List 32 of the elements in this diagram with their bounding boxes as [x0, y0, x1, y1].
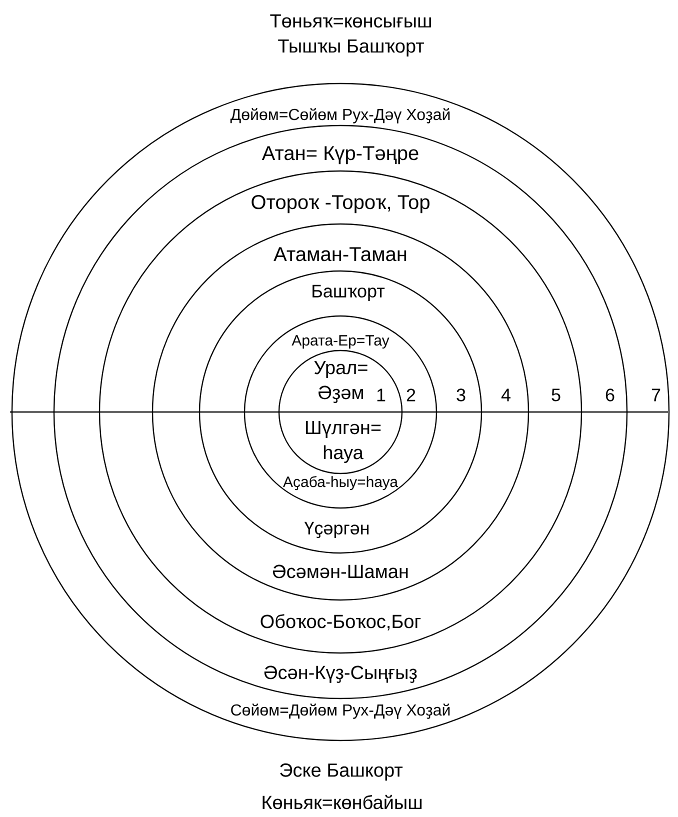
ring-label: Дөйөм=Сөйөм Рух-Дәү Хоҙай [230, 108, 450, 124]
ring-circle [244, 315, 438, 509]
ring-label: Башҡорт [312, 284, 385, 302]
ring-number: 4 [501, 388, 510, 402]
diagram-label: Көньяк=көнбайыш [262, 794, 422, 810]
ring-number: 3 [456, 388, 466, 402]
ring-label: Үҫәргән [304, 522, 369, 538]
ring-label: Арата-Ер=Тау [292, 335, 390, 349]
ring-circle [98, 170, 582, 654]
ring-number: 7 [652, 388, 660, 402]
ring-number: 2 [406, 388, 416, 402]
diagram-label: Эске Башкорт [280, 763, 403, 781]
ring-circle [278, 350, 403, 474]
ring-label: Әсән-Күҙ-Сыңғыҙ [264, 666, 417, 683]
ring-circle [198, 270, 482, 554]
ring-circle [152, 223, 530, 601]
ring-label: Атан= Күр-Тәңре [262, 146, 418, 164]
ring-label: Атаман-Таман [274, 247, 406, 262]
ring-number: 1 [377, 388, 386, 402]
ring-circle [11, 82, 670, 742]
ring-label: Обоҡос-Боҡос,Бог [260, 614, 421, 630]
ring-label: Аҫаба-һыу=һауа [283, 476, 398, 490]
ring-label: Отороҡ -Тороҡ, Тор [252, 195, 430, 214]
ring-circle [53, 124, 628, 700]
diagram-label: Төньяҡ=көнсығыш [270, 14, 431, 28]
ring-number: 5 [552, 388, 560, 402]
ring-label: Сөйөм=Дөйөм Рух-Дәү Хоҙай [231, 704, 450, 719]
ring-label: Әсәмән-Шаман [272, 564, 408, 578]
diagram-label: Тышҡы Башҡорт [278, 40, 424, 56]
ring-label: Урал= Әҙәм [314, 361, 368, 403]
ring-number: 6 [606, 388, 614, 402]
ring-label: Шүлгән= һауа [306, 421, 381, 463]
